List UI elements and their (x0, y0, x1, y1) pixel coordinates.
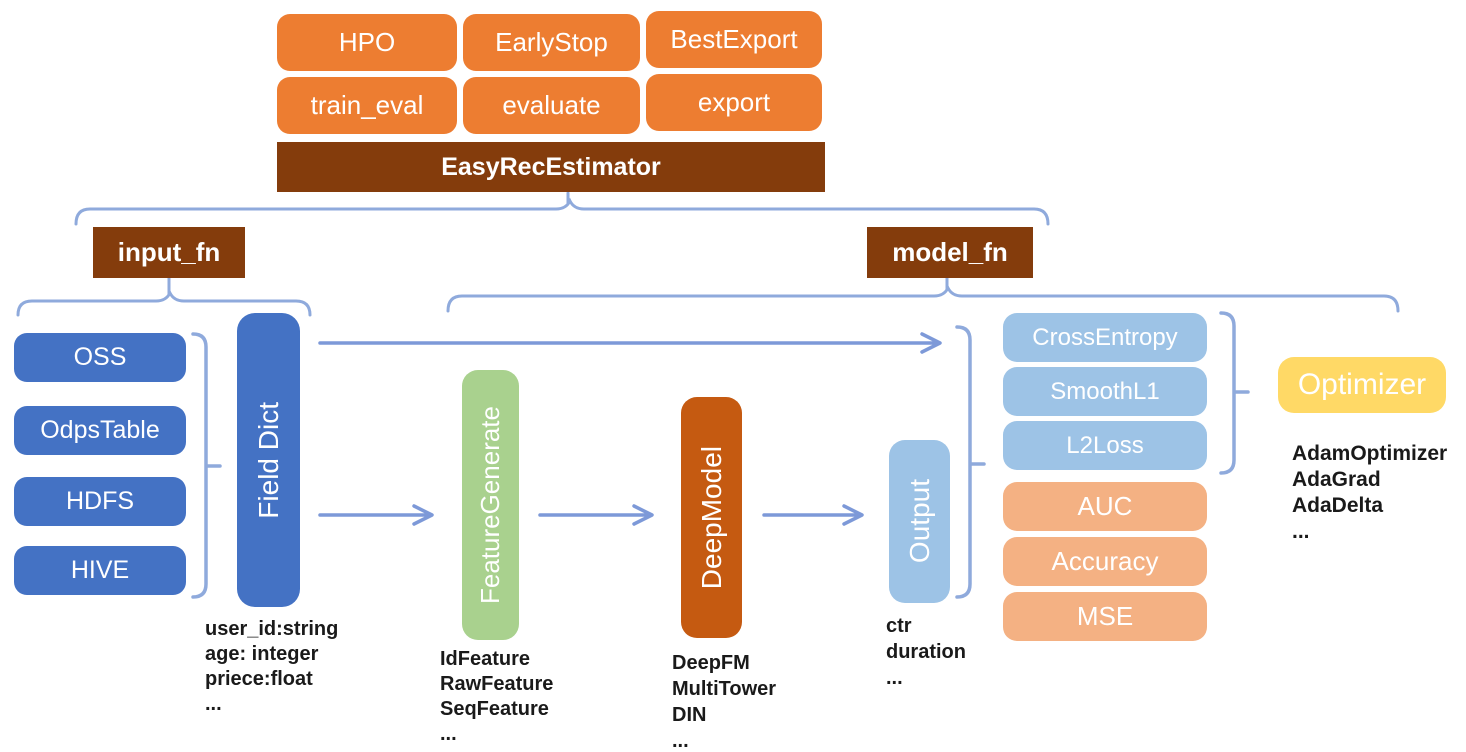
annotation-field-list: user_id:string age: integer priece:float… (205, 617, 338, 717)
node-hive: HIVE (14, 546, 186, 595)
output-label: Output (903, 479, 935, 564)
node-model-fn: model_fn (867, 227, 1033, 278)
node-accuracy-label: Accuracy (1051, 546, 1159, 576)
node-evaluate-label: evaluate (502, 90, 601, 120)
arrow-deepmodel-to-output (762, 504, 864, 526)
model-fn-label: model_fn (892, 237, 1008, 267)
node-oss: OSS (14, 333, 186, 382)
node-hdfs-label: HDFS (65, 487, 135, 515)
annotation-line: AdaDelta (1292, 494, 1384, 517)
node-smoothl1: SmoothL1 (1003, 367, 1207, 416)
optimizer-label: Optimizer (1297, 368, 1427, 401)
node-deep-model: DeepModel (681, 397, 742, 638)
annotation-line: DeepFM (672, 652, 750, 674)
annotation-line: SeqFeature (440, 698, 549, 720)
annotation-line: duration (886, 641, 966, 663)
node-mse-label: MSE (1076, 601, 1134, 631)
node-crossentropy: CrossEntropy (1003, 313, 1207, 362)
node-hdfs: HDFS (14, 477, 186, 526)
annotation-line: ... (886, 667, 903, 689)
bracket-output (955, 325, 986, 599)
node-hpo-label: HPO (338, 27, 396, 57)
annotation-line: ctr (886, 615, 912, 637)
node-odpstable: OdpsTable (14, 406, 186, 455)
annotation-optimizer-list: AdamOptimizer AdaGrad AdaDelta ... (1292, 441, 1447, 545)
node-l2loss-label: L2Loss (1066, 431, 1144, 459)
node-crossentropy-label: CrossEntropy (1032, 323, 1178, 351)
brace-model-fn (446, 284, 1400, 313)
node-odpstable-label: OdpsTable (40, 416, 160, 444)
annotation-line: age: integer (205, 643, 319, 665)
node-export-label: export (697, 87, 771, 117)
node-feature-generate: FeatureGenerate (462, 370, 519, 640)
node-hive-label: HIVE (70, 556, 130, 584)
node-bestexport: BestExport (646, 11, 822, 68)
node-field-dict: Field Dict (237, 313, 300, 607)
annotation-line: ... (1292, 520, 1310, 543)
node-earlystop-label: EarlyStop (495, 27, 608, 57)
annotation-line: priece:float (205, 668, 313, 690)
node-train-eval-label: train_eval (310, 90, 424, 120)
annotation-line: AdaGrad (1292, 468, 1381, 491)
input-fn-label: input_fn (117, 237, 221, 267)
arrow-featuregenerate-to-deepmodel (538, 504, 654, 526)
annotation-line: DIN (672, 704, 707, 726)
annotation-line: ... (672, 730, 689, 752)
node-output: Output (889, 440, 950, 603)
deep-model-label: DeepModel (695, 445, 727, 590)
node-auc-label: AUC (1077, 491, 1133, 521)
node-export: export (646, 74, 822, 131)
annotation-line: RawFeature (440, 673, 554, 695)
bracket-losses (1219, 311, 1250, 475)
node-easyrec-estimator: EasyRecEstimator (277, 142, 825, 192)
annotation-line: AdamOptimizer (1292, 442, 1448, 465)
node-oss-label: OSS (73, 343, 127, 371)
annotation-line: user_id:string (205, 618, 339, 640)
node-accuracy: Accuracy (1003, 537, 1207, 586)
node-train-eval: train_eval (277, 77, 457, 134)
estimator-title: EasyRecEstimator (441, 152, 661, 181)
node-mse: MSE (1003, 592, 1207, 641)
annotation-line: ... (205, 693, 222, 715)
annotation-model-list: DeepFM MultiTower DIN ... (672, 650, 776, 752)
annotation-line: IdFeature (440, 648, 531, 670)
annotation-line: MultiTower (672, 678, 777, 700)
node-hpo: HPO (277, 14, 457, 71)
node-input-fn: input_fn (93, 227, 245, 278)
node-optimizer: Optimizer (1278, 357, 1446, 413)
arrow-field-to-losses (318, 332, 942, 354)
node-bestexport-label: BestExport (670, 24, 798, 54)
node-earlystop: EarlyStop (463, 14, 640, 71)
brace-input-fn (16, 289, 312, 317)
feature-generate-label: FeatureGenerate (475, 405, 505, 604)
bracket-sources (191, 332, 222, 599)
node-smoothl1-label: SmoothL1 (1050, 377, 1160, 405)
annotation-feature-list: IdFeature RawFeature SeqFeature ... (440, 647, 553, 747)
arrow-field-to-featuregenerate (318, 504, 434, 526)
field-dict-label: Field Dict (252, 401, 284, 519)
annotation-line: ... (440, 723, 457, 745)
brace-estimator (74, 197, 1050, 226)
annotation-output-list: ctr duration ... (886, 613, 966, 691)
node-evaluate: evaluate (463, 77, 640, 134)
node-auc: AUC (1003, 482, 1207, 531)
node-l2loss: L2Loss (1003, 421, 1207, 470)
